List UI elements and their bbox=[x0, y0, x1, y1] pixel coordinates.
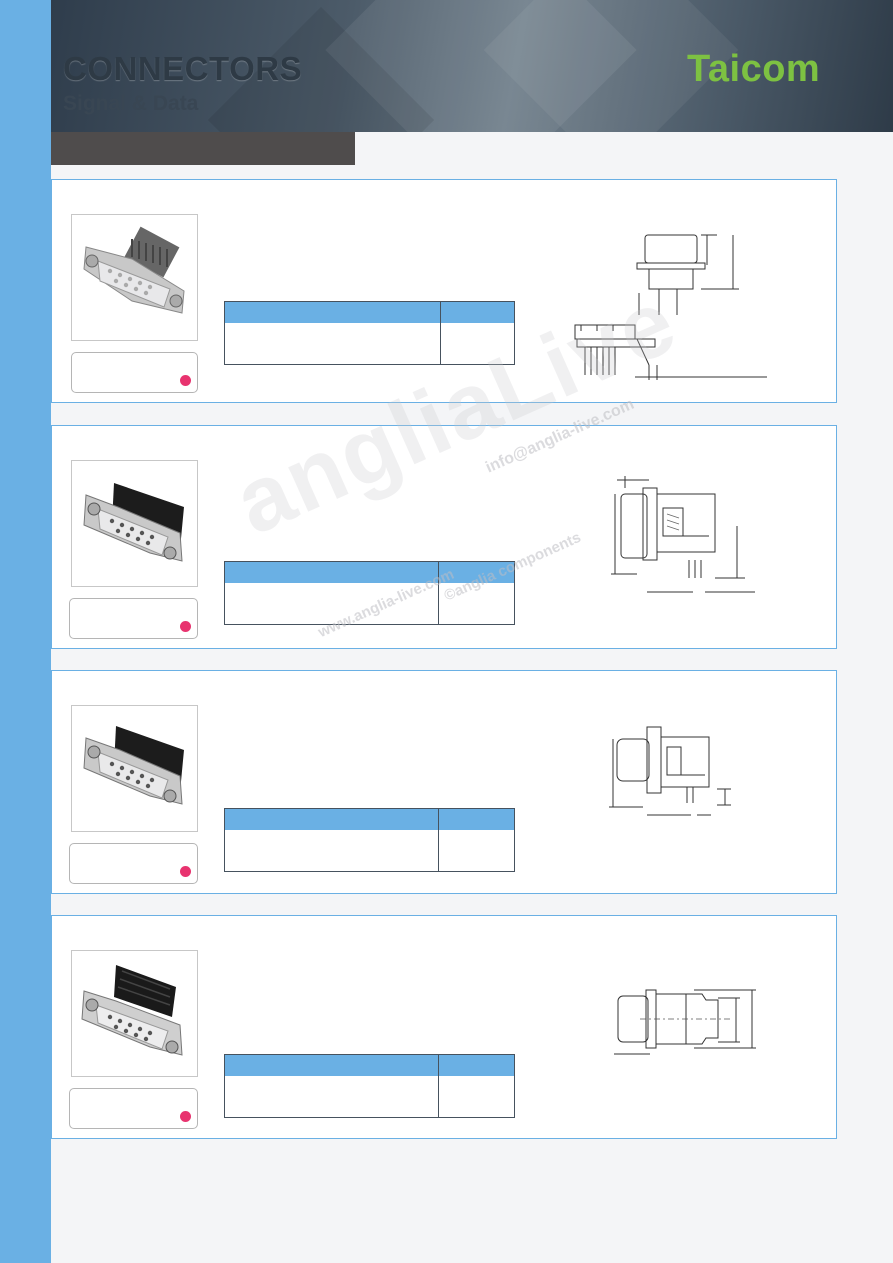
status-dot-icon bbox=[180, 621, 191, 632]
page-title: CONNECTORS bbox=[63, 50, 303, 87]
section-tab-bar bbox=[51, 132, 355, 165]
part-badge[interactable] bbox=[69, 598, 198, 639]
dsub-right-angle-socket-icon bbox=[83, 483, 184, 562]
dsub-straight-connector-icon bbox=[83, 226, 185, 314]
product-card bbox=[51, 915, 837, 1139]
spec-table bbox=[224, 1054, 515, 1118]
spec-table bbox=[224, 808, 515, 872]
spec-table-divider bbox=[438, 562, 439, 624]
spec-table-header bbox=[225, 562, 514, 583]
product-card bbox=[51, 425, 837, 649]
dsub-right-angle-socket-icon bbox=[83, 726, 184, 805]
brand-logo: Taicom bbox=[687, 48, 821, 90]
product-card bbox=[51, 179, 837, 403]
spec-table-divider bbox=[438, 1055, 439, 1117]
product-photo bbox=[71, 214, 198, 341]
status-dot-icon bbox=[180, 375, 191, 386]
status-dot-icon bbox=[180, 1111, 191, 1122]
spec-table-header bbox=[225, 809, 514, 830]
status-dot-icon bbox=[180, 866, 191, 877]
dimension-drawing bbox=[611, 476, 755, 593]
product-photo bbox=[71, 950, 198, 1077]
part-badge[interactable] bbox=[71, 352, 198, 393]
part-badge[interactable] bbox=[69, 1088, 198, 1129]
spec-table-header bbox=[225, 302, 514, 323]
part-badge[interactable] bbox=[69, 843, 198, 884]
page-subtitle: Signal & Data bbox=[63, 92, 199, 115]
page-header: CONNECTORS Signal & Data Taicom bbox=[51, 0, 893, 132]
spec-table bbox=[224, 561, 515, 625]
dimension-drawing bbox=[609, 726, 731, 816]
spec-table bbox=[224, 301, 515, 365]
product-photo bbox=[71, 705, 198, 832]
spec-table-divider bbox=[440, 302, 441, 364]
dsub-idc-connector-icon bbox=[81, 965, 183, 1056]
spec-table-divider bbox=[438, 809, 439, 871]
dimension-drawing bbox=[574, 234, 767, 380]
side-strip bbox=[0, 0, 51, 1263]
dimension-drawing bbox=[614, 989, 756, 1055]
spec-table-header bbox=[225, 1055, 514, 1076]
product-photo bbox=[71, 460, 198, 587]
product-card bbox=[51, 670, 837, 894]
